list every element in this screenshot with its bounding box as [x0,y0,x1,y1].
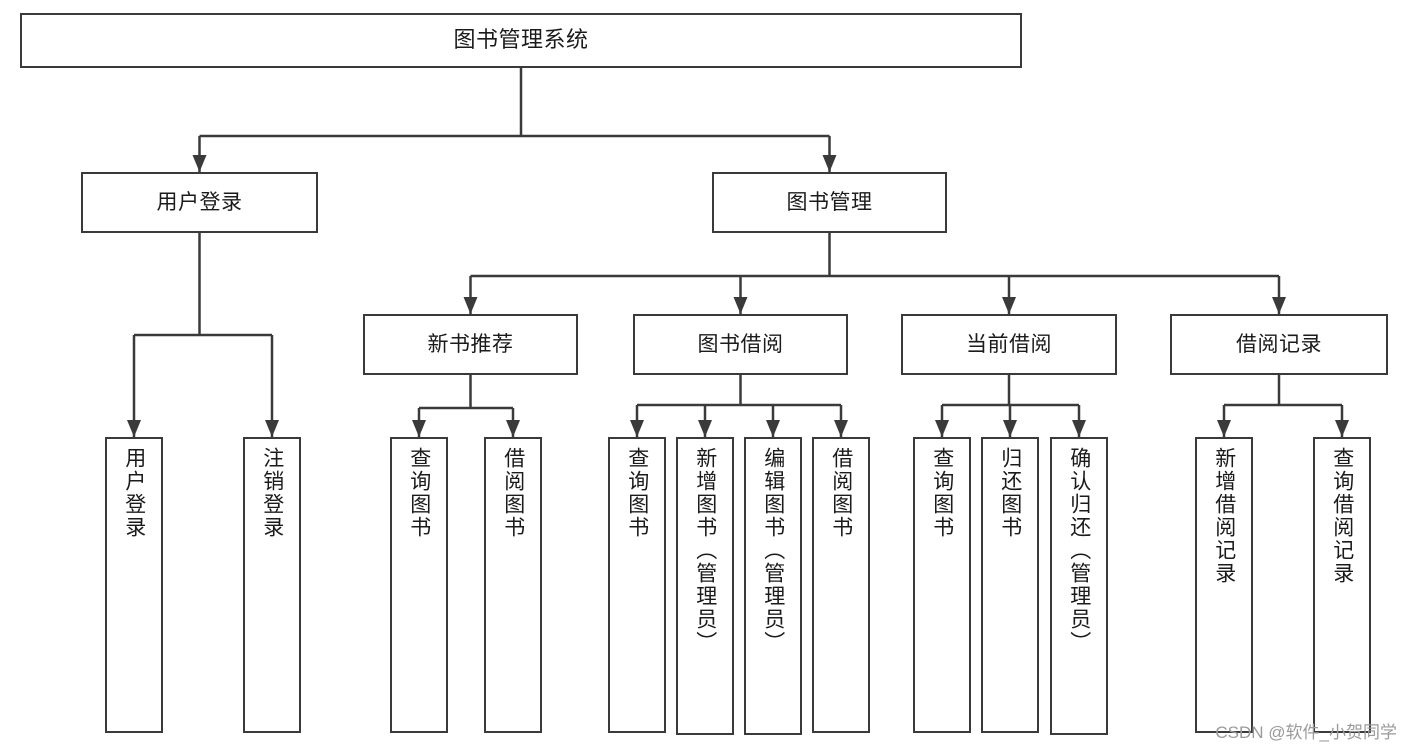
node-label: 查询图书 [407,447,431,539]
arrowhead-icon [698,420,712,437]
node-root[interactable]: 图书管理系统 [20,13,1022,68]
arrowhead-icon [1003,420,1017,437]
node-label: 归还图书 [998,447,1022,539]
arrowhead-icon [1002,297,1016,314]
node-leaf-user-login[interactable]: 用户登录 [105,437,163,733]
node-label: 查询借阅记录 [1330,447,1354,585]
node-new-book-rec[interactable]: 新书推荐 [363,314,578,375]
arrowhead-icon [935,420,949,437]
arrowhead-icon [630,420,644,437]
arrowhead-icon [127,420,141,437]
node-label: 当前借阅 [966,332,1052,356]
node-label: 借阅图书 [829,447,853,539]
node-label: 图书管理系统 [453,27,589,53]
node-leaf-bb-borrow[interactable]: 借阅图书 [812,437,870,733]
node-label: 新书推荐 [427,332,514,356]
node-label: 查询图书 [930,447,954,539]
node-label: 注销登录 [260,447,284,539]
arrowhead-icon [834,420,848,437]
node-label: 查询图书 [625,447,649,539]
node-label: 新增图书（管理员） [693,447,717,654]
arrowhead-icon [822,155,837,172]
node-label: 借阅图书 [501,447,525,539]
node-leaf-rec-query[interactable]: 查询图书 [390,437,448,733]
node-label: 图书借阅 [697,332,784,356]
node-label: 新增借阅记录 [1212,447,1236,585]
arrowhead-icon [766,420,780,437]
node-leaf-bb-edit[interactable]: 编辑图书（管理员） [744,437,802,735]
node-leaf-br-query[interactable]: 查询借阅记录 [1313,437,1371,733]
node-leaf-logout[interactable]: 注销登录 [243,437,301,733]
node-book-borrow[interactable]: 图书借阅 [633,314,848,375]
node-leaf-cb-confirm[interactable]: 确认归还（管理员） [1050,437,1108,735]
arrowhead-icon [1335,420,1349,437]
arrowhead-icon [463,297,478,314]
arrowhead-icon [506,420,520,437]
node-book-manage[interactable]: 图书管理 [712,172,947,233]
node-label: 编辑图书（管理员） [761,447,785,654]
arrowhead-icon [265,420,279,437]
node-label: 借阅记录 [1236,332,1322,356]
arrowhead-icon [1272,297,1286,314]
node-leaf-cb-return[interactable]: 归还图书 [981,437,1039,733]
watermark-label: CSDN @软件_小贺同学 [1215,723,1397,742]
node-leaf-cb-query[interactable]: 查询图书 [913,437,971,733]
node-label: 用户登录 [156,190,243,214]
arrowhead-icon [412,420,426,437]
node-borrow-record[interactable]: 借阅记录 [1170,314,1388,375]
node-label: 图书管理 [786,190,873,214]
node-leaf-rec-borrow[interactable]: 借阅图书 [484,437,542,733]
arrowhead-icon [192,155,207,172]
node-leaf-bb-add[interactable]: 新增图书（管理员） [676,437,734,735]
node-user-login[interactable]: 用户登录 [81,172,318,233]
node-current-borrow[interactable]: 当前借阅 [901,314,1117,375]
node-leaf-br-add[interactable]: 新增借阅记录 [1195,437,1253,733]
node-leaf-bb-query[interactable]: 查询图书 [608,437,666,733]
arrowhead-icon [1072,420,1086,437]
node-label: 确认归还（管理员） [1067,447,1091,654]
arrowhead-icon [733,297,748,314]
arrowhead-icon [1217,420,1231,437]
node-label: 用户登录 [122,447,146,539]
